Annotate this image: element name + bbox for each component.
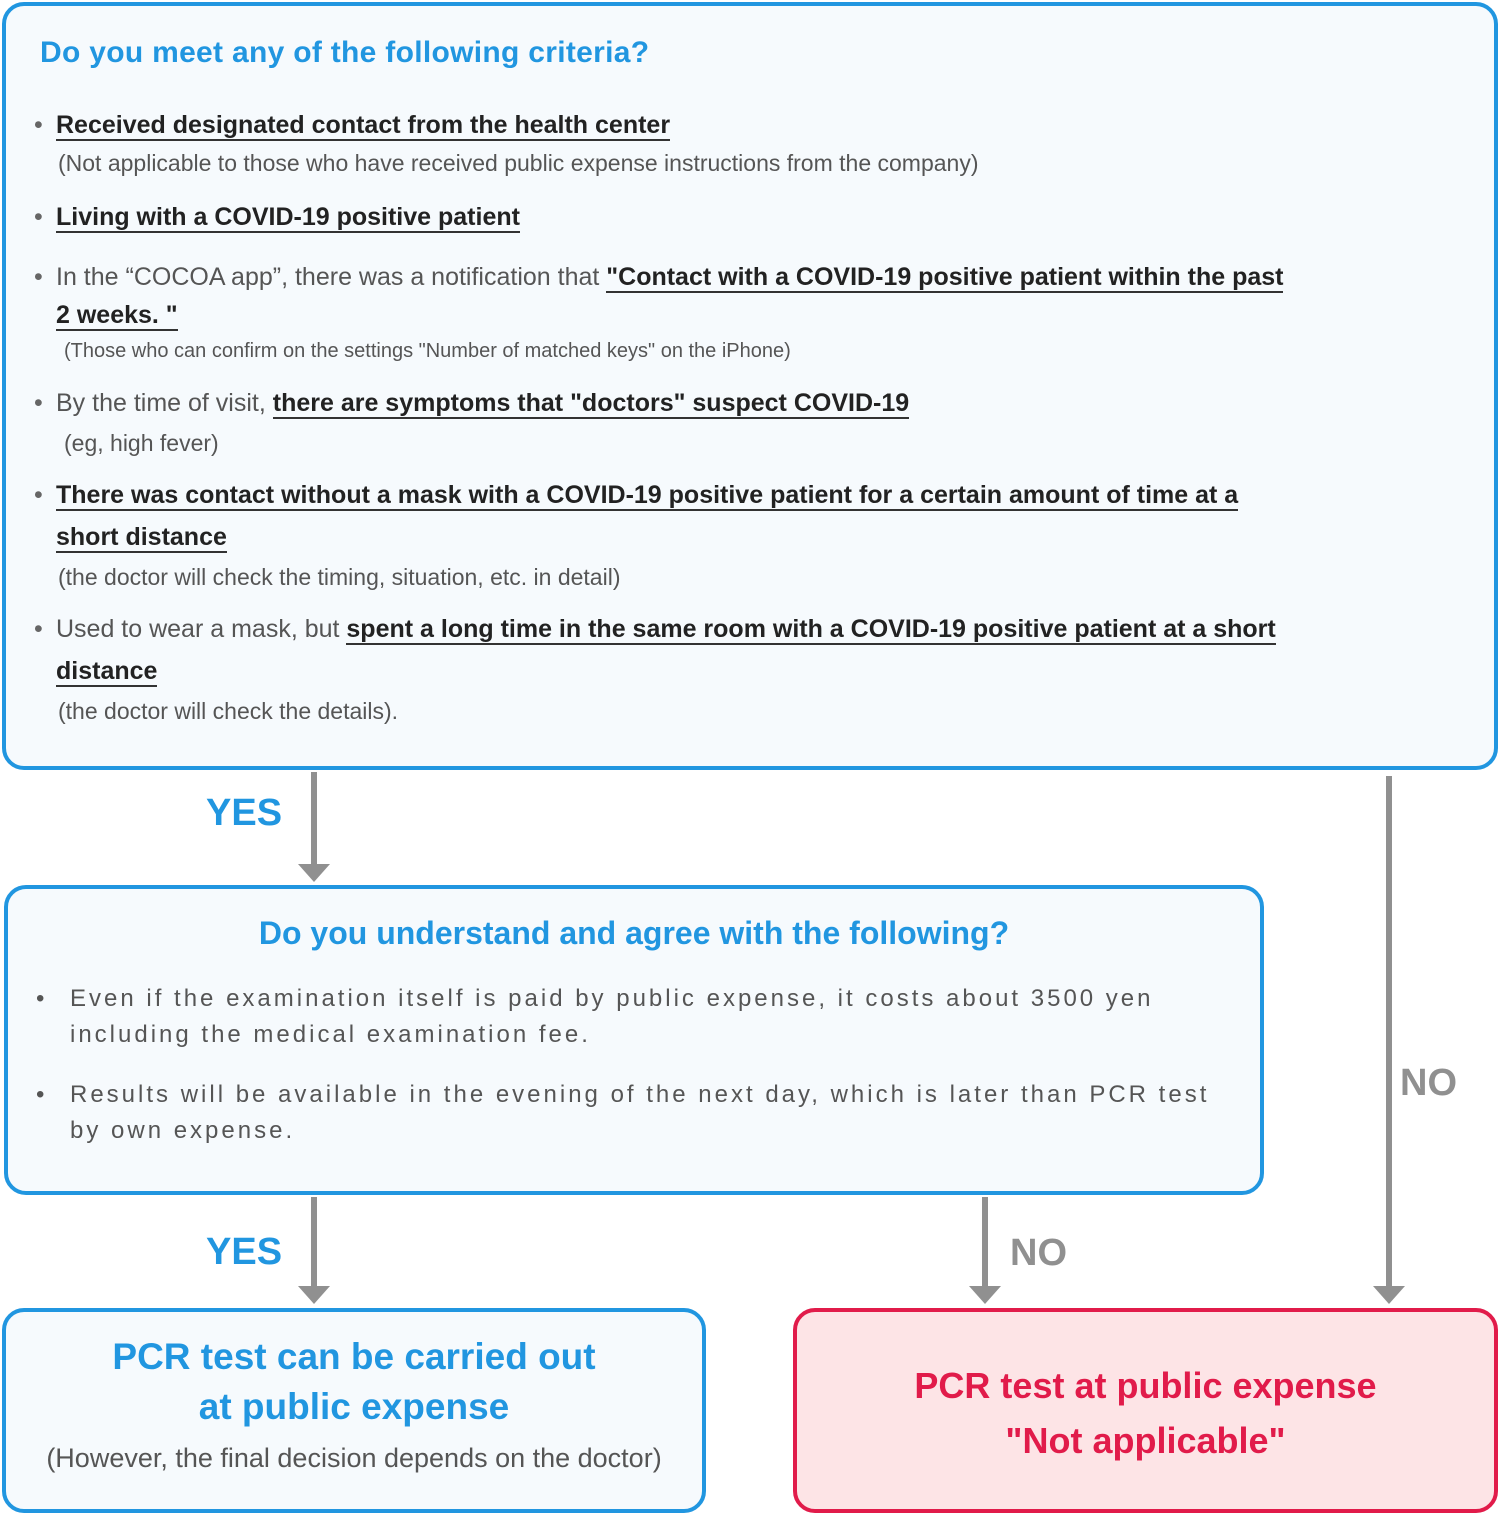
agreement-item-2: • Results will be available in the evenin…	[36, 1077, 1220, 1149]
bullet-icon: •	[34, 203, 43, 231]
criterion-6: • Used to wear a mask, but spent a long t…	[34, 610, 1276, 648]
arrowhead-criteria-no	[1373, 1286, 1405, 1304]
yes-label-2: YES	[206, 1231, 283, 1273]
result-yes-title-line-2: at public expense	[198, 1386, 510, 1427]
criterion-6-cont: distance	[56, 652, 158, 690]
criterion-2: • Living with a COVID-19 positive patient	[34, 198, 520, 236]
criterion-3-text: In the “COCOA app”, there was a notifica…	[56, 263, 607, 291]
criterion-3-cont: 2 weeks. "	[56, 296, 178, 334]
criterion-1-note: (Not applicable to those who have receiv…	[58, 150, 979, 176]
criterion-3-bold-2: 2 weeks. "	[56, 301, 178, 331]
bullet-icon: •	[34, 481, 43, 509]
bullet-icon: •	[34, 263, 43, 291]
criterion-4: • By the time of visit, there are symptom…	[34, 384, 910, 422]
criterion-1: • Received designated contact from the he…	[34, 106, 671, 144]
yes-label-1: YES	[206, 792, 283, 834]
agreement-item-2-text: Results will be available in the evening…	[70, 1081, 1210, 1144]
criterion-4-note: (eg, high fever)	[64, 430, 219, 456]
criterion-5-cont: short distance	[56, 518, 227, 556]
criterion-2-bold: Living with a COVID-19 positive patient	[56, 203, 520, 233]
criterion-5-bold: There was contact without a mask with a …	[56, 481, 1239, 511]
criterion-4-bold: there are symptoms that "doctors" suspec…	[272, 389, 910, 419]
bullet-icon: •	[34, 389, 43, 417]
criterion-3-note: (Those who can confirm on the settings "…	[64, 340, 791, 362]
criterion-6-note: (the doctor will check the details).	[58, 698, 399, 724]
agreement-item-1: • Even if the examination itself is paid …	[36, 981, 1220, 1053]
no-label-2: NO	[1010, 1232, 1067, 1274]
criterion-6-text: Used to wear a mask, but	[56, 615, 347, 643]
arrowhead-criteria-yes	[298, 864, 330, 882]
bullet-icon: •	[34, 111, 43, 139]
result-no-title-line-1: PCR test at public expense	[914, 1365, 1377, 1406]
bullet-icon: •	[34, 615, 43, 643]
result-not-applicable-box: PCR test at public expense "Not applicab…	[793, 1308, 1498, 1513]
arrowhead-agree-yes	[298, 1286, 330, 1304]
criteria-title: Do you meet any of the following criteri…	[40, 36, 650, 69]
agreement-box: Do you understand and agree with the fol…	[4, 885, 1264, 1195]
criterion-5-bold-2: short distance	[56, 523, 227, 553]
bullet-icon: •	[36, 985, 48, 1012]
criteria-box: Do you meet any of the following criteri…	[2, 2, 1498, 770]
criterion-6-bold-2: distance	[56, 657, 158, 687]
result-yes-title-line-1: PCR test can be carried out	[112, 1336, 596, 1377]
agreement-item-1-text: Even if the examination itself is paid b…	[70, 985, 1154, 1048]
agreement-title: Do you understand and agree with the fol…	[258, 915, 1010, 951]
result-no-title-line-2: "Not applicable"	[1005, 1420, 1286, 1461]
no-label-1: NO	[1400, 1062, 1457, 1104]
criterion-5: • There was contact without a mask with a…	[34, 476, 1239, 514]
bullet-icon: •	[36, 1081, 48, 1108]
criterion-4-text: By the time of visit,	[56, 389, 273, 417]
criterion-3: • In the “COCOA app”, there was a notific…	[34, 258, 1284, 296]
criterion-1-bold: Received designated contact from the hea…	[56, 111, 671, 141]
arrowhead-agree-no	[969, 1286, 1001, 1304]
result-yes-note: (However, the final decision depends on …	[46, 1443, 662, 1473]
criterion-3-bold: "Contact with a COVID-19 positive patien…	[606, 263, 1284, 293]
criterion-5-note: (the doctor will check the timing, situa…	[58, 564, 621, 590]
result-public-expense-box: PCR test can be carried out at public ex…	[2, 1308, 706, 1513]
criterion-6-bold: spent a long time in the same room with …	[346, 615, 1276, 645]
